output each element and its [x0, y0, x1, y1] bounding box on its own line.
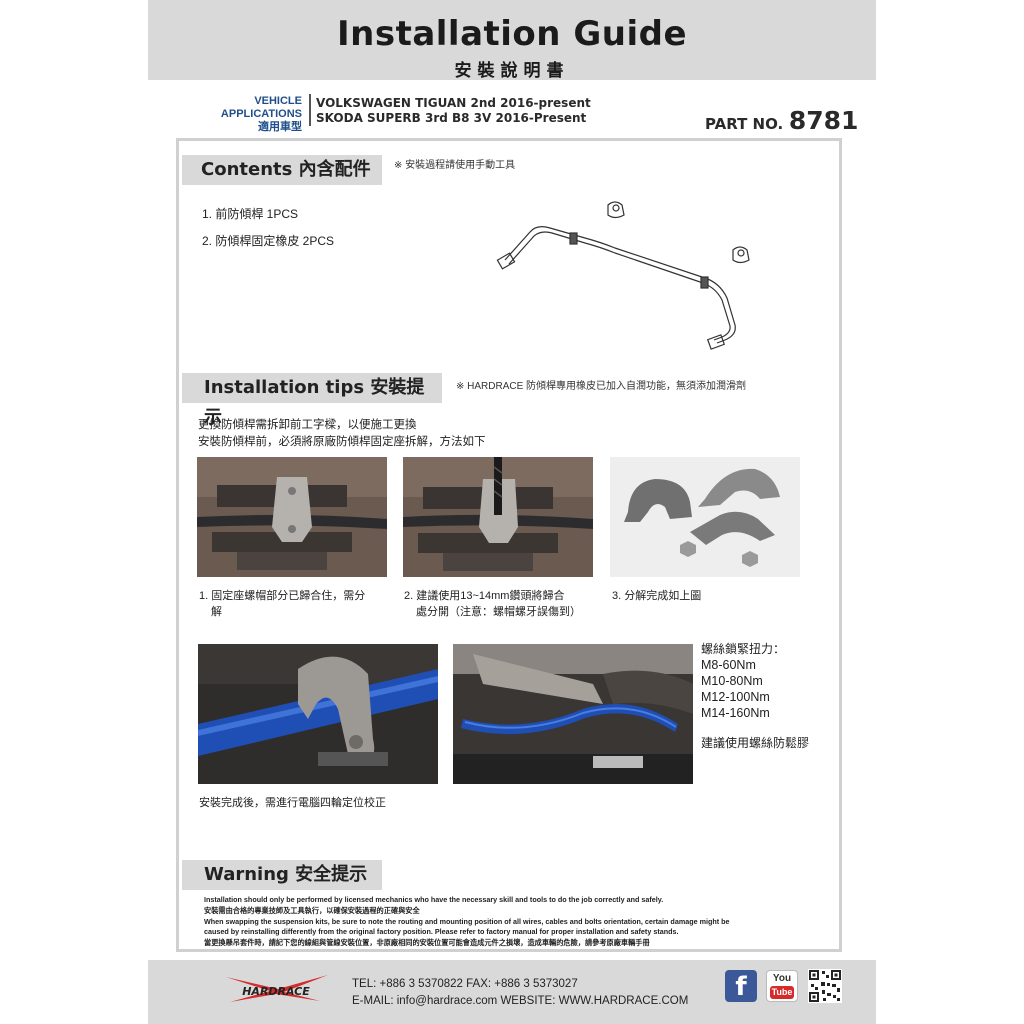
photo-installed-bar [453, 644, 693, 784]
contents-note: ※ 安裝過程請使用手動工具 [394, 160, 516, 171]
warning-line: 安裝需由合格的專業技師及工具執行，以確保安裝過程的正確與安全 [204, 905, 420, 915]
contents-item: 1. 前防傾桿 1PCS [202, 207, 299, 221]
warning-line: Installation should only be performed by… [204, 895, 664, 904]
vehicle-model: VOLKSWAGEN TIGUAN 2nd 2016-present [316, 96, 591, 110]
qr-code-icon[interactable] [808, 969, 842, 1003]
torque-title: 螺絲鎖緊扭力： [701, 642, 786, 656]
torque-value: M8-60Nm [701, 658, 756, 672]
photo-step-2 [403, 457, 593, 577]
contents-item: 2. 防傾桿固定橡皮 2PCS [202, 234, 335, 248]
final-caption: 安裝完成後，需進行電腦四輪定位校正 [199, 797, 386, 809]
step-caption-3: 3. 分解完成如上圖 [612, 588, 701, 604]
header-band: Installation Guide 安裝說明書 [148, 0, 876, 81]
warning-line: caused by reinstalling differently from … [204, 927, 679, 937]
step-caption-line: 解 [211, 606, 222, 618]
step-caption-line: 處分開（注意：螺帽螺牙誤傷到） [416, 606, 581, 618]
contact-tel: TEL: +886 3 5370822 FAX: +886 3 5373027 [352, 978, 578, 990]
tips-intro-line: 更換防傾桿需拆卸前工字樑，以便施工更換 [198, 419, 417, 431]
vehicle-divider [309, 94, 311, 126]
tips-intro: 更換防傾桿需拆卸前工字樑，以便施工更換 安裝防傾桿前，必須將原廠防傾桿固定座拆解… [198, 417, 486, 451]
contents-heading: Contents 內含配件 [182, 155, 382, 185]
photo-installed-bushing [198, 644, 438, 784]
part-number-value: 8781 [788, 106, 859, 135]
youtube-label-top: You [772, 973, 792, 984]
page-subtitle: 安裝說明書 [454, 61, 570, 81]
sway-bar-illustration [496, 201, 750, 350]
tips-note: ※ HARDRACE 防傾桿專用橡皮已加入自潤功能，無須添加潤滑劑 [456, 381, 747, 392]
vehicle-models: VOLKSWAGEN TIGUAN 2nd 2016-present SKODA… [316, 96, 591, 126]
step-caption-line: 3. 分解完成如上圖 [612, 590, 702, 602]
vehicle-label-zh: 適用車型 [258, 121, 302, 133]
vehicle-model: SKODA SUPERB 3rd B8 3V 2016-Present [316, 111, 587, 125]
contact-email: E-MAIL: info@hardrace.com WEBSITE: WWW.H… [352, 995, 689, 1007]
warning-line: When swapping the suspension kits, be su… [204, 916, 730, 926]
torque-advice: 建議使用螺絲防鬆膠 [701, 736, 810, 750]
step-caption-line: 2. 建議使用13~14mm鑽頭將歸合 [404, 590, 565, 602]
logo-text: HARDRACE [242, 985, 310, 998]
photo-step-3 [610, 457, 800, 577]
photo-step-1 [197, 457, 387, 577]
tips-heading: Installation tips 安裝提示 [182, 373, 442, 428]
step-caption-line: 1. 固定座螺帽部分已歸合住，需分 [199, 590, 366, 602]
step-caption-1: 1. 固定座螺帽部分已歸合住，需分 解 [199, 588, 389, 620]
youtube-icon[interactable]: You Tube [766, 970, 798, 1002]
torque-specs: 螺絲鎖緊扭力： M8-60Nm M10-80Nm M12-100Nm M14-1… [701, 641, 809, 751]
step-caption-2: 2. 建議使用13~14mm鑽頭將歸合 處分開（注意：螺帽螺牙誤傷到） [404, 588, 604, 620]
vehicle-applications-label: VEHICLE APPLICATIONS 適用車型 [178, 95, 302, 134]
torque-value: M12-100Nm [701, 690, 770, 704]
torque-value: M10-80Nm [701, 674, 763, 688]
content-frame [176, 138, 842, 952]
vehicle-label-en: VEHICLE APPLICATIONS [220, 95, 302, 120]
contact-info: TEL: +886 3 5370822 FAX: +886 3 5373027 … [352, 976, 688, 1010]
warning-text: Installation should only be performed by… [204, 895, 834, 949]
tips-intro-line: 安裝防傾桿前，必須將原廠防傾桿固定座拆解，方法如下 [198, 436, 486, 448]
hardrace-logo: HARDRACE [226, 975, 328, 1002]
page-title: Installation Guide [336, 14, 687, 54]
part-number: PART NO. 8781 [705, 106, 858, 135]
part-number-label: PART NO. [705, 115, 784, 133]
warning-line: 當更換懸吊套件時，請記下您的線組與管線安裝位置，非原廠相同的安裝位置可能會造成元… [204, 938, 650, 948]
warning-heading: Warning 安全提示 [182, 860, 382, 890]
torque-value: M14-160Nm [701, 706, 770, 720]
facebook-icon[interactable]: f [725, 970, 757, 1002]
youtube-label-bottom: Tube [770, 986, 794, 999]
